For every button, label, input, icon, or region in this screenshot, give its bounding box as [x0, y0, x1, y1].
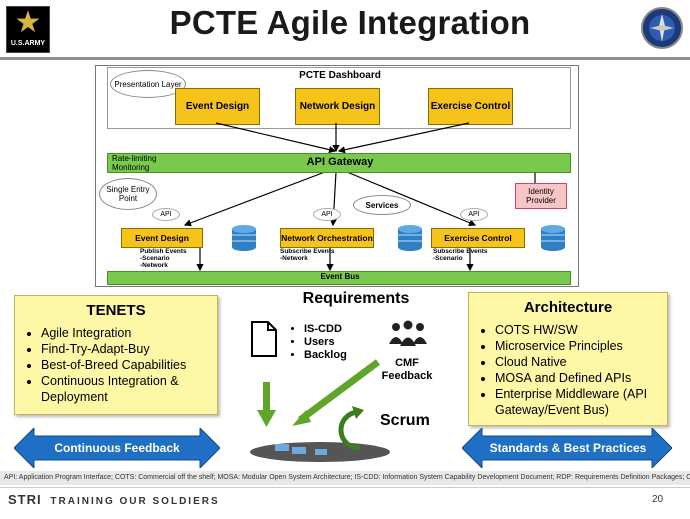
- api-label-3: API: [460, 208, 488, 221]
- continuous-feedback-arrow: [14, 428, 220, 468]
- list-item: Best-of-Breed Capabilities: [41, 357, 217, 373]
- api-label-1: API: [152, 208, 180, 221]
- footer-bar: [0, 487, 690, 519]
- database-icon: [398, 225, 422, 251]
- services-bubble: Services: [353, 195, 411, 215]
- standards-label: Standards & Best Practices: [489, 441, 647, 455]
- service-box-network-orchestration: Network Orchestration: [280, 228, 374, 248]
- standards-arrow: [462, 428, 672, 468]
- presentation-layer-bubble: Presentation Layer: [110, 70, 186, 98]
- tenets-list: Agile Integration Find-Try-Adapt-Buy Bes…: [15, 325, 217, 405]
- tenets-card: TENETS Agile Integration Find-Try-Adapt-…: [14, 295, 218, 415]
- list-item: Agile Integration: [41, 325, 217, 341]
- scrum-label: Scrum: [380, 412, 430, 429]
- dash-box-event-design: Event Design: [175, 88, 260, 125]
- rate-limiting-label: Rate-limiting Monitoring: [112, 154, 157, 172]
- list-item: Find-Try-Adapt-Buy: [41, 341, 217, 357]
- event-bus-bar: [107, 271, 571, 285]
- service-notes-exercise-control: Subscribe Events -Scenario: [433, 248, 488, 262]
- tenets-title: TENETS: [86, 302, 146, 319]
- dashboard-title: PCTE Dashboard: [299, 70, 381, 81]
- dash-box-network-design: Network Design: [295, 88, 380, 125]
- army-star-icon: ★: [14, 6, 42, 39]
- service-notes-network-orchestration: Subscribe Events -Network: [280, 248, 335, 262]
- page-number: 20: [652, 494, 664, 505]
- list-item: COTS HW/SW: [495, 322, 667, 338]
- cmf-feedback-label: CMF Feedback: [381, 357, 433, 382]
- list-item: Microservice Principles: [495, 338, 667, 354]
- stri-slogan: TRAINING OUR SOLDIERS: [50, 496, 220, 507]
- list-item: IS-CDD: [304, 323, 347, 336]
- dash-box-exercise-control: Exercise Control: [428, 88, 513, 125]
- diagram-connectors: [183, 122, 536, 272]
- architecture-list: COTS HW/SW Microservice Principles Cloud…: [469, 322, 667, 418]
- list-item: MOSA and Defined APIs: [495, 370, 667, 386]
- list-item: Continuous Integration & Deployment: [41, 373, 217, 405]
- scrum-flow-graphic: [250, 359, 390, 462]
- page-title: PCTE Agile Integration: [169, 4, 531, 41]
- service-notes-event-design: Publish Events -Scenario -Network: [140, 248, 187, 269]
- list-item: Enterprise Middleware (API Gateway/Event…: [495, 386, 667, 418]
- list-item: Users: [304, 336, 347, 349]
- stri-logo: STRI: [8, 492, 42, 507]
- continuous-feedback-label: Continuous Feedback: [54, 441, 180, 455]
- database-icon: [232, 225, 256, 251]
- api-label-2: API: [313, 208, 341, 221]
- us-army-logo: ★ U.S.ARMY: [6, 6, 50, 53]
- list-item: Backlog: [304, 349, 347, 362]
- event-bus-label: Event Bus: [320, 272, 360, 281]
- service-box-exercise-control: Exercise Control: [431, 228, 525, 248]
- army-logo-text: U.S.ARMY: [10, 40, 46, 47]
- dashboard-frame: [107, 67, 571, 129]
- requirements-title: Requirements: [302, 290, 410, 307]
- cyber-seal-icon: [641, 7, 683, 49]
- people-group-icon: [389, 320, 427, 346]
- requirements-list: IS-CDD Users Backlog: [290, 323, 347, 362]
- header-divider: [0, 57, 690, 60]
- database-icon: [541, 225, 565, 251]
- identity-provider-box: Identity Provider: [515, 183, 567, 209]
- architecture-title: Architecture: [523, 299, 613, 316]
- acronym-footnote: API: Application Program Interface; COTS…: [0, 471, 690, 485]
- architecture-card: Architecture COTS HW/SW Microservice Pri…: [468, 292, 668, 426]
- document-icon: [251, 321, 277, 357]
- service-box-event-design: Event Design: [121, 228, 203, 248]
- single-entry-bubble: Single Entry Point: [99, 178, 157, 210]
- stri-branding: STRI TRAINING OUR SOLDIERS: [8, 492, 220, 507]
- api-gateway-label: API Gateway: [306, 156, 374, 168]
- api-gateway-bar: [107, 153, 571, 173]
- list-item: Cloud Native: [495, 354, 667, 370]
